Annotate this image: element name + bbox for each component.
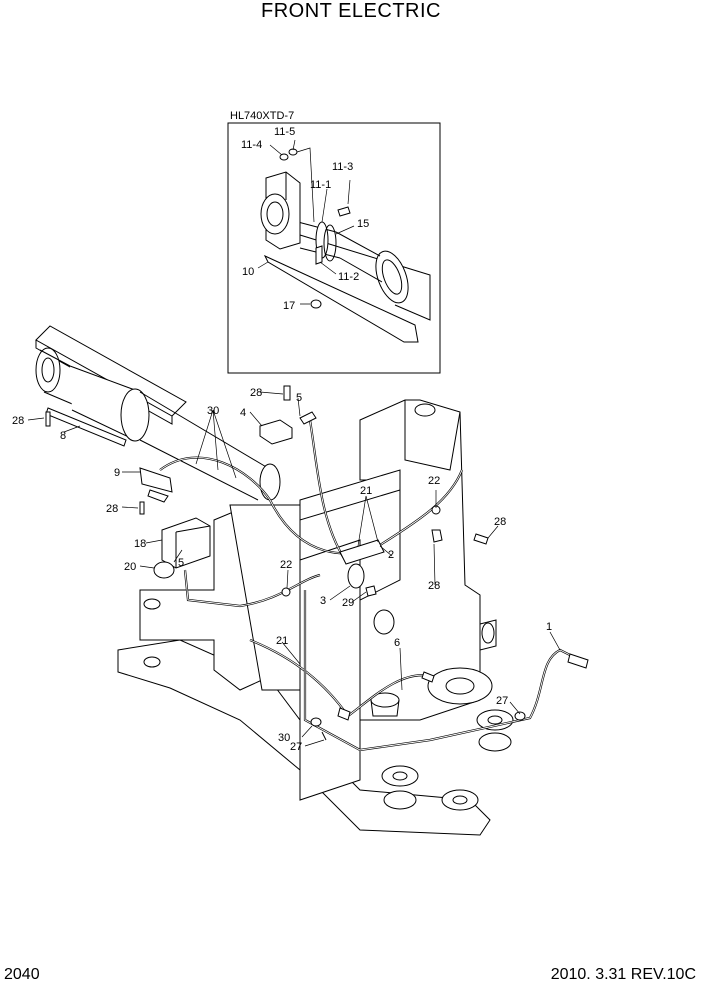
label-8: 8 [60,430,66,442]
label-27: 27 [290,741,302,753]
label-9: 9 [114,467,120,479]
label-11-3: 11-3 [332,161,353,173]
label-22: 22 [428,475,440,487]
boom-beam [35,325,281,501]
label-22: 22 [280,559,292,571]
inset-detail: HL740XTD-7 [227,110,441,374]
label-21: 21 [360,485,372,497]
label-21: 21 [276,635,288,647]
leader-lines [27,391,561,747]
components [45,385,589,741]
label-3: 3 [320,595,326,607]
label-2: 2 [388,549,394,561]
label-28: 28 [106,503,118,515]
label-11-2: 11-2 [338,271,359,283]
label-11-5: 11-5 [274,126,295,138]
label-1: 1 [546,621,552,633]
page-title: FRONT ELECTRIC [261,0,441,22]
label-5: 5 [178,557,184,569]
label-28: 28 [494,516,506,528]
label-4: 4 [240,407,246,419]
label-6: 6 [394,637,400,649]
label-27: 27 [496,695,508,707]
label-30: 30 [207,405,219,417]
label-28: 28 [250,387,262,399]
label-18: 18 [134,538,146,550]
label-17: 17 [283,300,295,312]
label-28: 28 [12,415,24,427]
label-15: 15 [357,218,369,230]
page-number: 2040 [4,966,40,983]
label-29: 29 [342,597,354,609]
label-10: 10 [242,266,254,278]
label-11-4: 11-4 [241,139,262,151]
inset-cylinder [257,139,431,343]
inset-model-label: HL740XTD-7 [230,110,294,122]
main-assembly: 28 5 4 30 28 8 9 28 21 22 28 18 5 20 22 … [12,325,589,836]
label-30: 30 [278,732,290,744]
label-28: 28 [428,580,440,592]
label-20: 20 [124,561,136,573]
revision-date: 2010. 3.31 REV.10C [550,966,696,983]
label-11-1: 11-1 [310,179,331,191]
label-5: 5 [296,392,302,404]
